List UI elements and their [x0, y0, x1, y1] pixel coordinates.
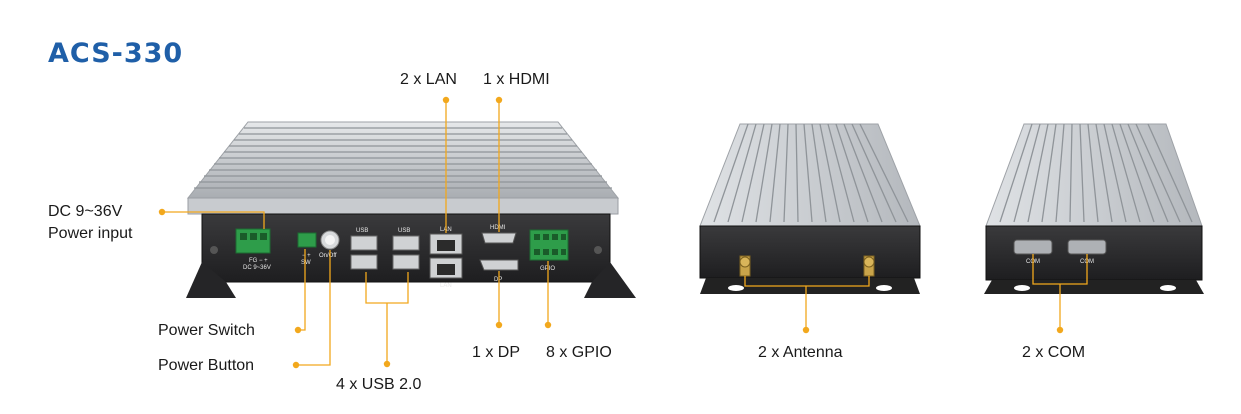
dc-polarity-label: FG − +: [249, 258, 268, 264]
usb-callout: 4 x USB 2.0: [336, 376, 422, 393]
antenna-side-unit: [699, 123, 921, 294]
usb-label-b: USB: [398, 228, 410, 234]
power-button-callout: Power Button: [158, 357, 255, 374]
dp-callout: 1 x DP: [472, 344, 521, 361]
main-unit-front: FG − + DC 9~36V − + SW On/Off USB USB LA…: [186, 121, 636, 298]
lan-label-bottom: LAN: [440, 283, 452, 289]
dp-label: DP: [494, 277, 502, 283]
power-switch-callout: Power Switch: [158, 322, 255, 339]
com-callout: 2 x COM: [1022, 344, 1086, 361]
hdmi-callout: 1 x HDMI: [483, 71, 550, 88]
dc-callout-line2: Power input: [48, 225, 133, 242]
antenna-callout: 2 x Antenna: [758, 344, 843, 361]
dc-range-label: DC 9~36V: [243, 265, 271, 271]
hdmi-label: HDMI: [490, 225, 506, 231]
product-title: ACS-330: [48, 38, 184, 69]
callout-dots: [158, 96, 1064, 369]
dc-callout-line1: DC 9~36V: [48, 203, 123, 220]
usb-label-a: USB: [356, 228, 368, 234]
onoff-label: On/Off: [319, 253, 337, 259]
gpio-callout: 8 x GPIO: [546, 344, 612, 361]
sw-polarity-label: − +: [302, 253, 311, 259]
sw-label: SW: [301, 260, 311, 266]
lan-callout: 2 x LAN: [400, 71, 457, 88]
com-side-unit: COM COM: [984, 123, 1204, 294]
